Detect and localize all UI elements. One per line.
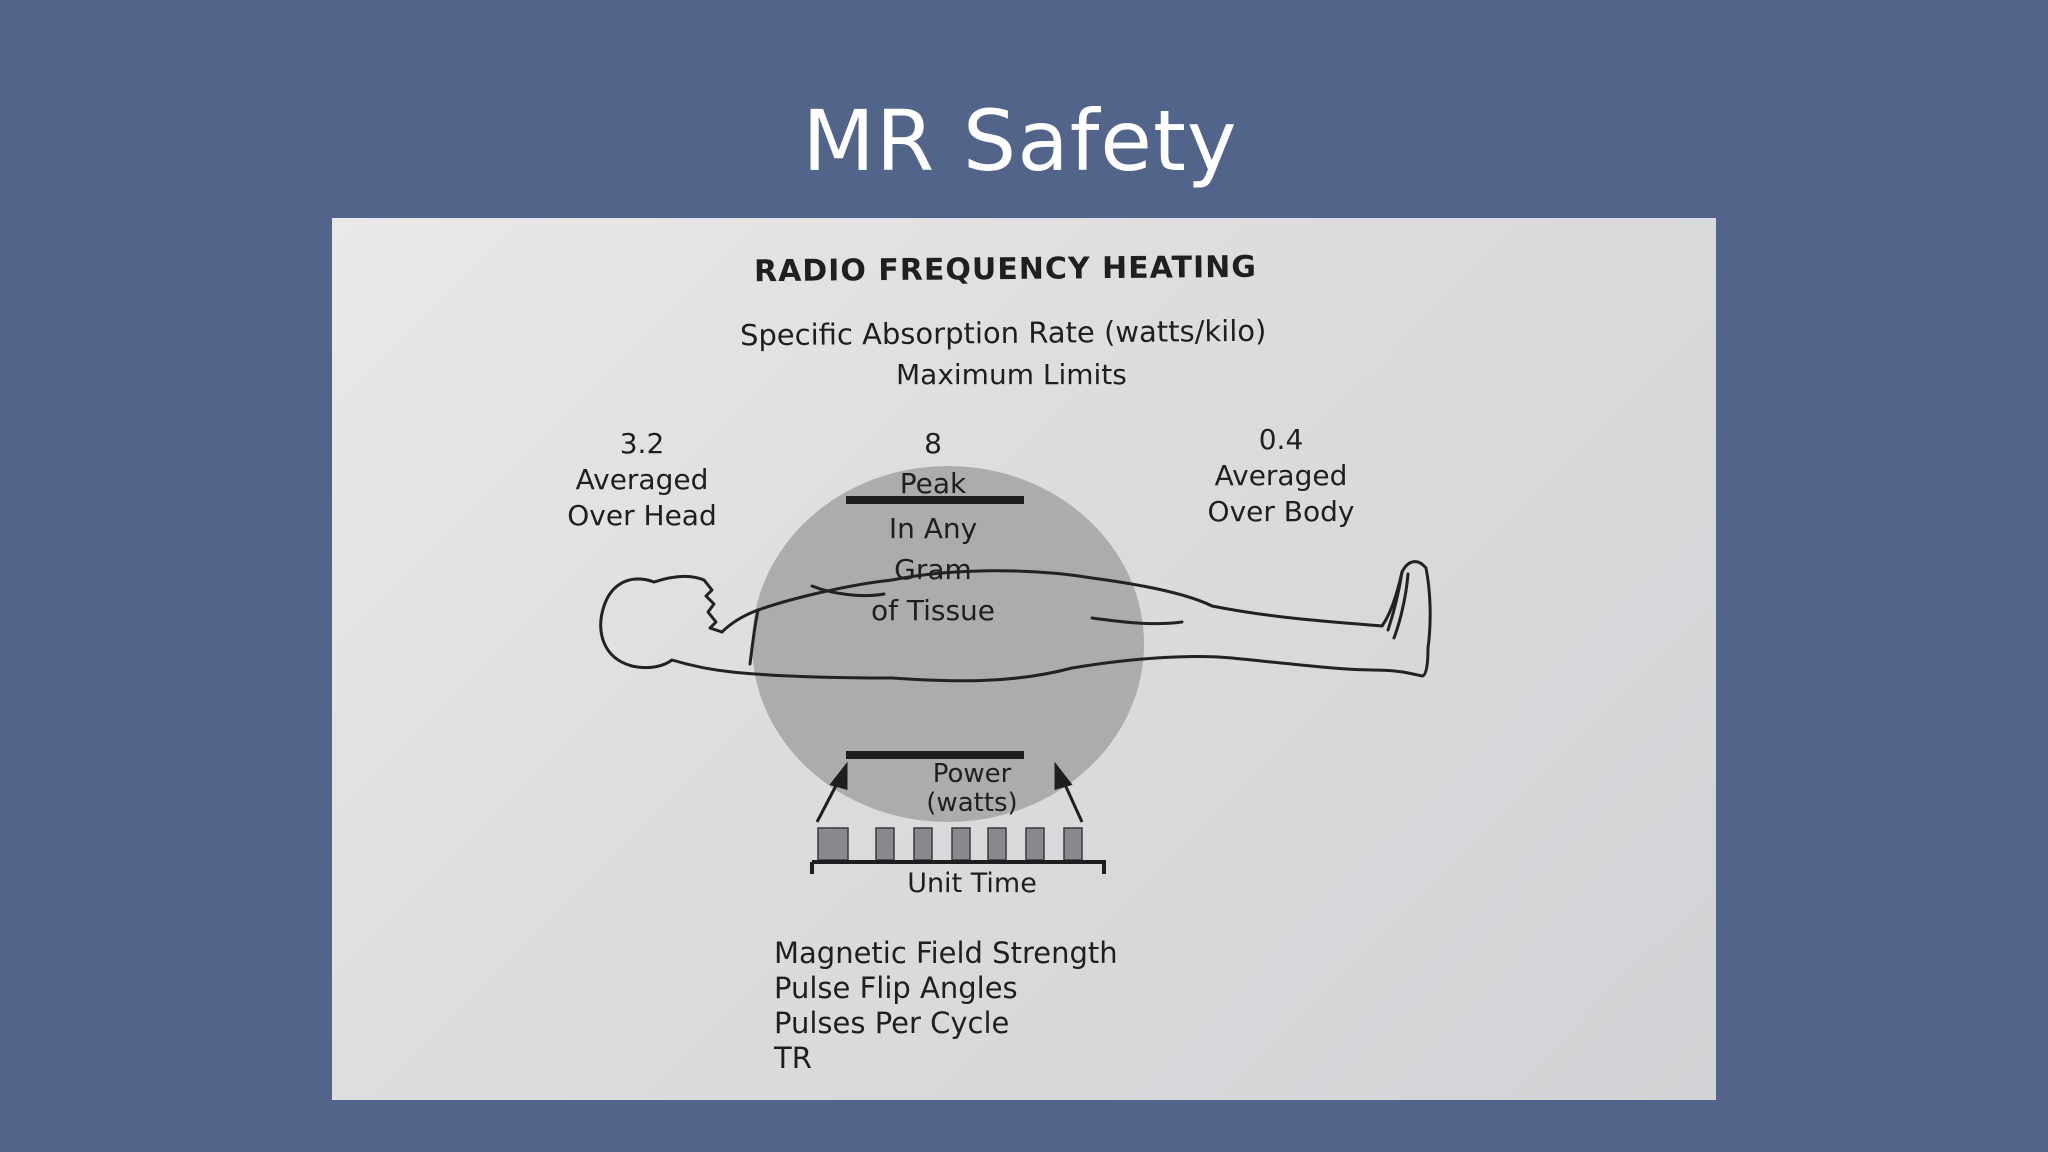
diagram-drawing	[599, 466, 1432, 874]
peak-limit-label: 8 Peak	[848, 424, 1018, 504]
unit-time-label: Unit Time	[907, 868, 1037, 899]
body-limit-label: 0.4 Averaged Over Body	[1176, 422, 1386, 530]
head-limit-label: 3.2 Averaged Over Head	[542, 426, 742, 534]
factor-item: TR	[774, 1041, 812, 1075]
figure-subtitle-limits: Maximum Limits	[896, 358, 1127, 391]
factor-item: Magnetic Field Strength	[774, 936, 1118, 970]
pulse	[875, 827, 895, 861]
head-limit-line2: Over Head	[567, 499, 717, 532]
head-limit-value: 3.2	[619, 427, 665, 460]
peak-limit-line2: In Any	[888, 512, 978, 545]
human-figure	[599, 560, 1432, 683]
pulse	[1063, 827, 1083, 861]
pulse	[951, 827, 971, 861]
factor-item: Pulse Flip Angles	[774, 971, 1018, 1005]
body-limit-line2: Over Body	[1207, 495, 1355, 528]
figure-subtitle: Specific Absorption Rate (watts/kilo)	[739, 313, 1267, 353]
peak-limit-value: 8	[924, 427, 942, 460]
diagram-photo: RADIO FREQUENCY HEATING Specific Absorpt…	[332, 218, 1716, 1100]
coil-bar-bottom	[846, 751, 1024, 759]
pulse	[1025, 827, 1045, 861]
peak-limit-line4: of Tissue	[870, 594, 996, 627]
peak-limit-line3: Gram	[894, 553, 972, 586]
power-arrows	[815, 761, 1084, 823]
time-axis	[810, 860, 1106, 874]
pulse	[913, 827, 933, 861]
factors-list: Magnetic Field Strength Pulse Flip Angle…	[774, 936, 1118, 1076]
peak-limit-line1: Peak	[899, 467, 967, 500]
heating-region	[752, 466, 1144, 822]
pulse	[987, 827, 1007, 861]
pulse	[817, 827, 849, 861]
factor-item: Pulses Per Cycle	[774, 1006, 1010, 1040]
peak-tissue-label: In Any Gram of Tissue	[848, 508, 1018, 631]
body-limit-line1: Averaged	[1214, 459, 1348, 492]
power-line2: (watts)	[926, 788, 1018, 818]
power-line1: Power	[932, 759, 1012, 789]
figure-title: RADIO FREQUENCY HEATING	[753, 249, 1258, 290]
head-limit-line1: Averaged	[575, 463, 709, 496]
pulse-train	[817, 827, 1083, 861]
slide-title: MR Safety	[802, 92, 1238, 190]
coil-bar-top	[846, 496, 1024, 504]
body-limit-value: 0.4	[1258, 423, 1304, 456]
power-label: Power (watts)	[892, 760, 1052, 818]
